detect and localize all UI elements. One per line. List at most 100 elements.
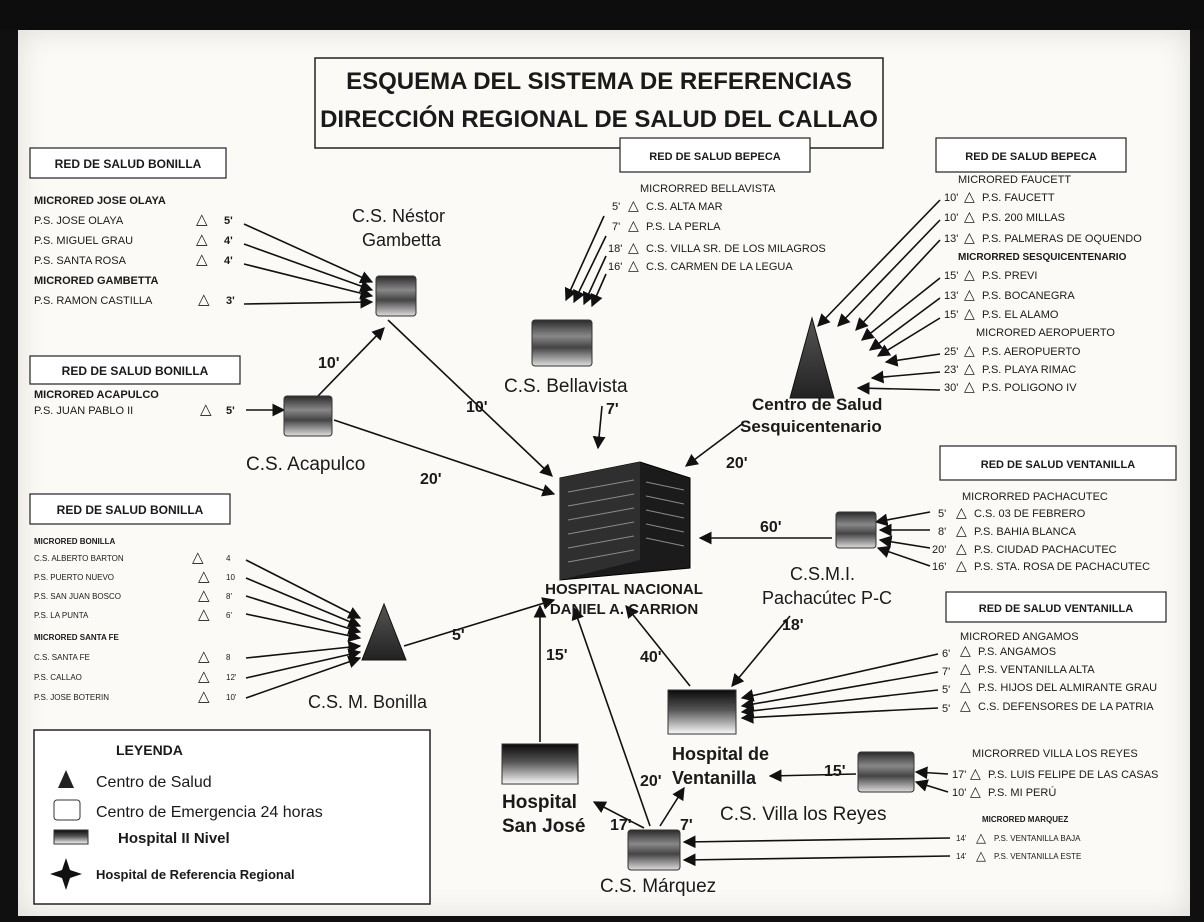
header-box-bonilla-1 — [29, 147, 227, 179]
emergency-center-icon — [857, 751, 915, 793]
regional-hospital-building-icon — [559, 461, 691, 581]
triangle-icon: △ — [956, 522, 967, 538]
arrow — [403, 597, 556, 647]
list-item: P.S. PUERTO NUEVO — [34, 573, 114, 582]
arrow — [684, 423, 743, 467]
arrow — [387, 319, 553, 477]
travel-time: 8 — [226, 653, 231, 662]
arrow — [817, 199, 941, 327]
arrow — [914, 766, 949, 780]
legend-item-label: Centro de Emergencia 24 horas — [96, 804, 323, 821]
arrow — [243, 263, 374, 300]
triangle-icon: △ — [628, 257, 639, 273]
facility-label-sesqui: Sesquicentenario — [740, 417, 882, 436]
list-item: P.S. PREVI — [982, 270, 1037, 282]
list-item: MICRORED FAUCETT — [958, 174, 1071, 186]
arrow — [868, 297, 941, 351]
travel-time: 18' — [608, 243, 622, 255]
facility-label-sesqui: Centro de Salud — [752, 395, 882, 414]
header-bonilla-2: RED DE SALUD BONILLA — [62, 364, 209, 378]
triangle-icon: △ — [964, 342, 975, 358]
arrow — [876, 545, 931, 567]
triangle-icon: △ — [198, 688, 210, 705]
header-bepeca-2: RED DE SALUD BEPECA — [965, 151, 1096, 163]
list-item: MICRORED AEROPUERTO — [976, 327, 1115, 339]
list-item: P.S. BOCANEGRA — [982, 290, 1075, 302]
list-item: MICRORED GAMBETTA — [34, 275, 159, 287]
time-label: 40' — [640, 649, 662, 666]
list-item: P.S. LUIS FELIPE DE LAS CASAS — [988, 769, 1158, 781]
triangle-icon: △ — [956, 504, 967, 520]
header-box-bonilla-2 — [29, 355, 241, 385]
list-item: MICRORED ANGAMOS — [960, 631, 1079, 643]
header-box-bonilla-3 — [29, 493, 231, 525]
list-item: P.S. PALMERAS DE OQUENDO — [982, 233, 1142, 245]
triangle-icon: △ — [198, 648, 210, 665]
travel-time: 7' — [612, 221, 620, 233]
facility-label-sanjose: Hospital — [502, 792, 577, 813]
arrow — [592, 801, 645, 829]
triangle-icon: △ — [196, 231, 208, 248]
list-item: P.S. SANTA ROSA — [34, 255, 127, 267]
list-item: P.S. BAHIA BLANCA — [974, 526, 1077, 538]
arrow — [914, 779, 949, 793]
list-item: MICRORRED BELLAVISTA — [640, 183, 776, 195]
time-label: 18' — [782, 617, 804, 634]
list-item: P.S. SAN JUAN BOSCO — [34, 592, 121, 601]
list-item: P.S. 200 MILLAS — [982, 212, 1065, 224]
list-item: P.S. CIUDAD PACHACUTEC — [974, 544, 1117, 556]
triangle-icon: △ — [198, 668, 210, 685]
travel-time: 16' — [932, 561, 946, 573]
triangle-icon: △ — [964, 360, 975, 376]
travel-time: 8' — [226, 592, 232, 601]
travel-time: 5' — [226, 405, 235, 417]
travel-time: 13' — [944, 290, 958, 302]
arrow — [317, 327, 385, 397]
arrow — [870, 370, 941, 384]
travel-time: 5' — [942, 703, 950, 715]
arrow — [245, 559, 362, 619]
list-item: P.S. CALLAO — [34, 673, 82, 682]
list-bepeca-1: MICRORRED BELLAVISTA 5' △ C.S. ALTA MAR … — [608, 183, 826, 273]
title-line-2: DIRECCIÓN REGIONAL DE SALUD DEL CALLAO — [320, 105, 878, 133]
triangle-icon: △ — [964, 229, 975, 245]
arrow — [245, 655, 362, 699]
triangle-icon: △ — [964, 378, 975, 394]
arrow — [333, 419, 556, 497]
travel-time: 10 — [226, 573, 235, 582]
list-bonilla-2: MICRORED ACAPULCO P.S. JUAN PABLO II △ 5… — [34, 389, 235, 418]
legend-item-label: Hospital II Nivel — [118, 830, 230, 847]
triangle-icon: △ — [964, 208, 975, 224]
arrow — [243, 295, 374, 309]
facility-label-gambetta: Gambetta — [362, 230, 442, 250]
travel-time: 14' — [956, 834, 967, 843]
header-bonilla-1: RED DE SALUD BONILLA — [55, 157, 202, 171]
arrow — [245, 613, 362, 642]
triangle-icon: △ — [960, 642, 971, 658]
travel-time: 5' — [938, 508, 946, 520]
arrow — [855, 239, 941, 331]
facility-label-sanjose: San José — [502, 816, 585, 837]
triangle-icon: △ — [970, 765, 981, 781]
arrow — [592, 405, 606, 450]
arrow — [573, 235, 607, 304]
triangle-icon: △ — [960, 697, 971, 713]
travel-time: 10' — [952, 787, 966, 799]
triangle-icon: △ — [956, 540, 967, 556]
arrows — [243, 199, 951, 867]
emergency-center-icon — [531, 319, 593, 367]
list-item: P.S. FAUCETT — [982, 192, 1055, 204]
header-bepeca-1: RED DE SALUD BEPECA — [649, 151, 780, 163]
hospital-label: HOSPITAL NACIONAL — [545, 581, 703, 598]
travel-time: 7' — [942, 666, 950, 678]
legend-title: LEYENDA — [116, 742, 183, 758]
facility-label-acapulco: C.S. Acapulco — [246, 454, 365, 475]
time-label: 20' — [420, 471, 442, 488]
travel-time: 3' — [226, 295, 235, 307]
triangle-icon: △ — [964, 286, 975, 302]
arrow — [659, 786, 685, 827]
arrow — [740, 707, 939, 724]
triangle-icon: △ — [198, 587, 210, 604]
